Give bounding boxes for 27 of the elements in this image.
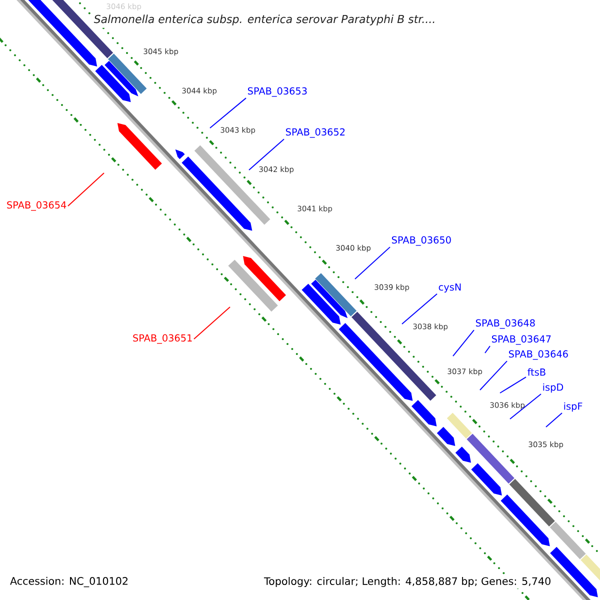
gene-label: SPAB_03648 <box>476 319 535 329</box>
leader-line <box>210 98 246 128</box>
leader-line <box>480 360 508 390</box>
leader-line <box>68 172 104 206</box>
gene-label: SPAB_03651 <box>133 334 192 344</box>
gene-label: ftsB <box>528 368 546 376</box>
gene-label: SPAB_03647 <box>492 335 551 345</box>
genome-info-text: Topology: circular; Length: 4,858,887 bp; Genes: 5,740 <box>262 575 553 589</box>
leader-line <box>510 394 542 420</box>
leader-line <box>402 293 438 324</box>
gene-label: SPAB_03646 <box>508 350 568 360</box>
gene-label: SPAB_03654 <box>7 201 66 211</box>
leader-line <box>484 346 490 354</box>
gene-label: cysN <box>438 283 461 293</box>
leader-line <box>452 330 474 356</box>
gene-label: SPAB_03652 <box>286 128 345 138</box>
leader-line <box>194 306 230 340</box>
leader-line <box>248 138 284 170</box>
accession-text: Accession: NC_010102 <box>8 575 130 589</box>
gene-label: SPAB_03653 <box>248 87 307 97</box>
title: Salmonella enterica subsp. enterica serovar Paratyphi B str.... <box>91 12 438 28</box>
gene-label: SPAB_03650 <box>392 236 451 246</box>
gene-label: ispF <box>564 402 582 412</box>
gene-label: ispD <box>543 383 564 393</box>
leader-line <box>546 412 562 428</box>
leader-line <box>500 376 526 394</box>
leader-line <box>354 246 390 280</box>
